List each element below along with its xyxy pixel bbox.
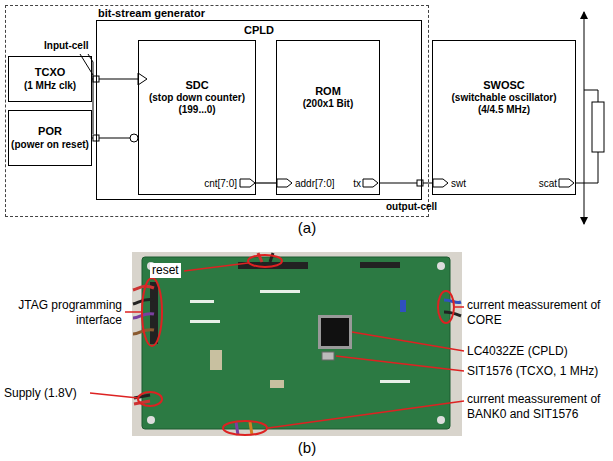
cpld-chip	[321, 318, 349, 346]
source-box: TCXO(1 MHz clk)	[8, 56, 92, 102]
device-box: CPLD SDC(stop down counter) (199...0) cnt[…	[96, 20, 422, 200]
resistor-symbol	[592, 102, 604, 152]
signal-wire	[256, 182, 276, 183]
silkscreen	[380, 380, 410, 383]
double-arrow	[584, 12, 585, 224]
mount-hole	[147, 416, 155, 424]
silkscreen	[190, 320, 220, 323]
block-title: POR	[38, 125, 62, 138]
block-text: (switchable oscillator) (4/4.5 MHz)	[443, 92, 565, 116]
silkscreen	[260, 290, 300, 293]
device-title: CPLD	[244, 24, 274, 37]
port-flag	[277, 179, 292, 187]
block-title: SWOSC	[483, 79, 525, 92]
inversion-bubble	[130, 134, 138, 142]
tcxo-chip	[322, 352, 334, 360]
wire	[584, 90, 598, 102]
block-text: (1 MHz clk)	[24, 80, 76, 92]
port-name: tx	[353, 178, 361, 189]
process-box: SWOSC(switchable oscillator) (4/4.5 MHz)…	[432, 40, 576, 195]
wire	[236, 422, 238, 435]
callout-label: LC4032ZE (CPLD)	[467, 344, 568, 359]
block-text: (stop down counter) (199...0)	[141, 92, 253, 116]
leader-line	[336, 356, 464, 371]
callout-label: Input-cell	[44, 40, 88, 53]
block-text: (power on reset)	[11, 139, 89, 151]
group-title: bit-stream generator	[98, 7, 205, 19]
callout-label: current meassurement of CORE	[467, 298, 611, 328]
clock-symbol	[138, 73, 147, 85]
highlight-oval	[142, 278, 162, 346]
leader-line	[352, 332, 464, 351]
block-title: ROM	[315, 85, 341, 98]
leader-line	[125, 311, 141, 313]
chip-pins	[318, 315, 352, 349]
wire	[575, 152, 598, 183]
block-title: SDC	[185, 79, 208, 92]
block-text: (200x1 Bit)	[303, 98, 354, 110]
component	[210, 350, 222, 370]
text-column: POR(power on reset)	[9, 111, 91, 165]
text-column: SWOSC(switchable oscillator) (4/4.5 MHz)	[433, 41, 575, 154]
pcb-board	[142, 257, 450, 429]
text-column: CPLD	[97, 24, 421, 49]
process-box: SDC(stop down counter) (199...0) cnt[7:0]	[138, 40, 256, 195]
subfigure-label: (b)	[280, 439, 334, 458]
block-title: TCXO	[35, 66, 66, 79]
silkscreen	[190, 300, 214, 303]
text-column: SDC(stop down counter) (199...0)	[139, 41, 255, 154]
highlight-oval	[138, 392, 162, 406]
highlight-oval	[223, 421, 267, 435]
port-name: swt	[451, 178, 466, 189]
highlight-oval	[438, 291, 454, 323]
text-column: ROM(200x1 Bit)	[277, 41, 379, 154]
mount-hole	[437, 262, 445, 270]
leader-line	[88, 54, 93, 134]
mount-hole	[437, 416, 445, 424]
port-flag	[559, 179, 574, 187]
source-box: POR(power on reset)	[8, 110, 92, 166]
component	[270, 380, 284, 388]
leader-line	[268, 401, 464, 428]
port-flag	[363, 179, 378, 187]
group-box: bit-stream generatorCPLD SDC(stop down co…	[5, 5, 429, 217]
signal-wire	[380, 182, 432, 183]
leader-line	[184, 263, 248, 271]
callout-label: SIT1576 (TCXO, 1 MHz)	[467, 364, 598, 379]
jumper	[400, 300, 406, 312]
text-column: TCXO(1 MHz clk)	[9, 57, 91, 101]
port-flag	[240, 179, 255, 187]
pin-header	[360, 262, 400, 268]
port-flag	[433, 179, 448, 187]
port-name: scat	[539, 178, 557, 189]
callout-label: JTAG programming interface	[2, 298, 122, 328]
output-cell	[417, 180, 423, 186]
port-name: addr[7:0]	[295, 178, 334, 189]
highlight-oval	[248, 255, 282, 267]
callout-label: Supply (1.8V)	[4, 386, 77, 401]
callout-label: reset	[150, 263, 181, 278]
wire	[250, 422, 252, 435]
process-box: ROM(200x1 Bit) addr[7:0] tx	[276, 40, 380, 195]
leader-line	[455, 306, 464, 308]
callout-label: current meassurement of BANK0 and SIT157…	[467, 392, 611, 422]
wire	[133, 314, 154, 318]
callout-label: output-cell	[386, 201, 437, 214]
subfigure-label: (a)	[280, 219, 334, 238]
port-name: cnt[7:0]	[204, 178, 237, 189]
leader-line	[90, 393, 138, 398]
